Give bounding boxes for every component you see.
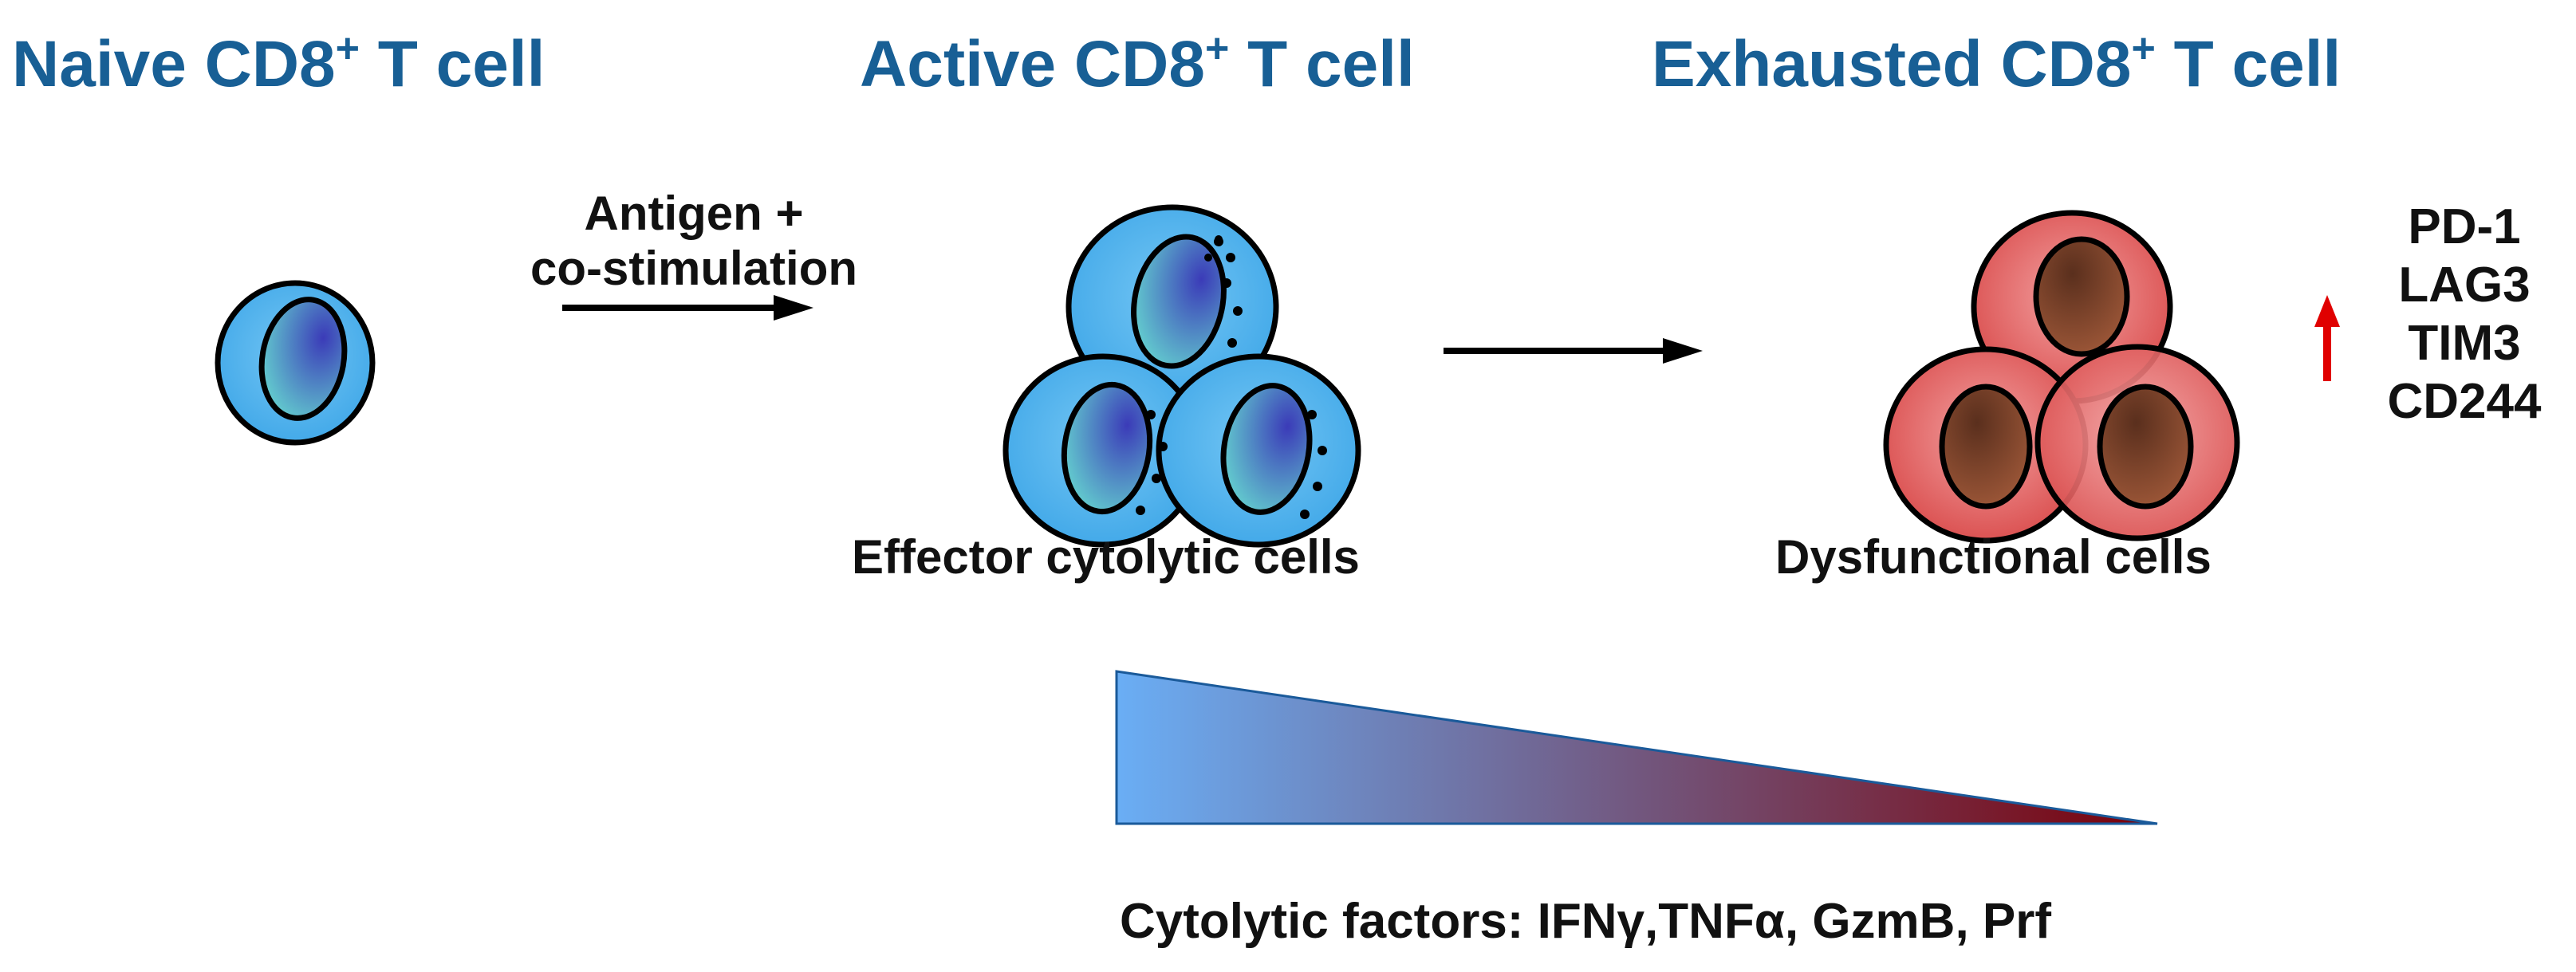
marker-cd244: CD244: [2387, 374, 2542, 430]
upregulation-arrow-icon: [2314, 295, 2340, 381]
stimulus-line-1: Antigen +: [584, 187, 804, 240]
active-t-cell-cluster-icon: [1002, 204, 1361, 548]
exhaustion-markers-list: PD-1 LAG3 TIM3 CD244: [2361, 198, 2568, 431]
stage-title-naive: Naive CD8+ T cell: [12, 25, 546, 100]
dysfunctional-cells-label: Dysfunctional cells: [1775, 530, 2212, 584]
exhaustion-arrow: [1444, 338, 1703, 364]
exhausted-t-cell-cluster-icon: [1883, 210, 2240, 544]
stage-title-exhausted: Exhausted CD8+ T cell: [1652, 25, 2342, 100]
marker-pd1: PD-1: [2408, 199, 2521, 254]
cytolytic-factors-label: Cytolytic factors: IFNγ,TNFα, GzmB, Prf: [1120, 894, 2052, 949]
stimulus-line-2: co-stimulation: [530, 242, 857, 295]
cytolytic-gradient-triangle: [1115, 670, 2158, 825]
effector-cells-label: Effector cytolytic cells: [852, 530, 1360, 584]
marker-lag3: LAG3: [2398, 258, 2531, 313]
naive-t-cell-icon: [215, 280, 376, 446]
stimulation-arrow: [562, 295, 813, 321]
stage-title-active: Active CD8+ T cell: [860, 25, 1415, 100]
marker-tim3: TIM3: [2408, 316, 2521, 372]
stimulus-label: Antigen + co-stimulation: [526, 186, 861, 296]
